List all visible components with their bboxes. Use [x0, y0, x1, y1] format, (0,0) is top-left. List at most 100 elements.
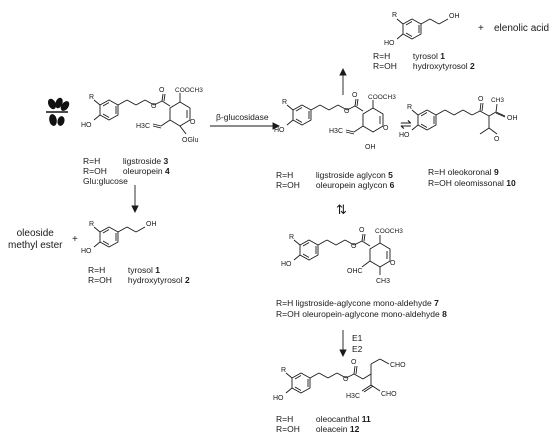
bottom-carbonyl-o-label: O	[351, 359, 357, 366]
right-row2: R=OH oleomissonal 10	[428, 178, 516, 189]
bottom-row2-name: oleacein 12	[316, 424, 371, 434]
elenolic-acid-label: elenolic acid	[494, 23, 550, 34]
top-row1-name-text: tyrosol	[412, 51, 438, 61]
left-row2-num: 4	[164, 166, 170, 176]
left-row1-num: 3	[163, 156, 169, 166]
glucose-note: Glu:glucose	[83, 176, 128, 186]
left-h3c-label: H3C	[136, 123, 150, 130]
center-row2-num: 6	[389, 180, 395, 190]
lower-r-label: R	[89, 221, 94, 228]
middle-r-label: R	[289, 234, 294, 241]
right-row2-num: 10	[506, 178, 516, 188]
left-ho-label: HO	[81, 122, 92, 129]
top-row2-name: hydroxytyrosol 2	[413, 61, 475, 71]
right-ch3-label: CH3	[491, 97, 504, 104]
enzyme-label: β-glucosidase	[216, 112, 269, 122]
left-row2-r: R=OH	[83, 166, 107, 176]
oleoside-line2: methyl ester	[8, 240, 63, 251]
bottom-row2-r: R=OH	[276, 424, 300, 434]
lower-plus: +	[72, 234, 78, 245]
left-carbonyl-o-label: O	[159, 87, 165, 94]
middle-coocH3-label: COOCH3	[375, 228, 403, 235]
right-row1-num: 9	[493, 167, 499, 177]
center-row1-r: R=H	[276, 170, 294, 180]
bottom-r-label: R	[281, 367, 286, 374]
center-row2-name-text: oleuropein aglycon	[315, 180, 388, 190]
middle-row1: R=H ligstroside-aglycone mono-aldehyde 7	[276, 298, 447, 309]
right-row1: R=H oleokoronal 9	[428, 167, 516, 178]
olive-branch-icon	[46, 97, 70, 126]
middle-carbonyl-o-label: O	[359, 227, 365, 234]
middle-row1-num: 7	[434, 298, 439, 308]
center-row1-name-text: ligstroside aglycon	[315, 170, 386, 180]
top-r-label: R	[392, 12, 397, 19]
right-r-label: R	[407, 104, 412, 111]
center-oh-label: OH	[365, 144, 376, 151]
bottom-row2-name-text: oleacein	[315, 424, 348, 434]
condition-e2: E2	[352, 344, 363, 354]
reaction-conditions: E1 E2	[352, 333, 362, 355]
middle-ho-label: HO	[281, 261, 292, 268]
top-plus: +	[478, 23, 484, 34]
equilibrium-arrow-down: ⇅	[336, 202, 347, 217]
bottom-h3c-label: H3C	[346, 393, 360, 400]
lower-row1-name-text: tyrosol	[127, 265, 153, 275]
middle-ring-o-label: O	[390, 260, 396, 267]
lower-row1-num: 1	[155, 265, 161, 275]
top-row1-name: tyrosol 1	[413, 51, 475, 61]
center-row2-name: oleuropein aglycon 6	[316, 180, 394, 190]
lower-row2-num: 2	[185, 275, 190, 285]
aglycon-structure	[286, 98, 384, 135]
mono-aldehyde-labels: R=H ligstroside-aglycone mono-aldehyde 7…	[276, 298, 447, 320]
top-oh-label: OH	[449, 13, 460, 20]
center-row2-r: R=OH	[276, 180, 300, 190]
bottom-cho-bottom-label: CHO	[381, 391, 397, 398]
middle-ohc-label: OHC	[347, 268, 363, 275]
left-row2-name: oleuropein 4	[123, 166, 170, 176]
oleokoronal-structure	[411, 102, 506, 135]
arrow-up-to-tyrosol	[339, 67, 347, 95]
top-product-labels: R=H tyrosol 1 R=OH hydroxytyrosol 2	[373, 51, 475, 71]
right-carbonyl-o-label: O	[478, 96, 484, 103]
bottom-ester-o-label: O	[343, 376, 349, 383]
lower-row1-name: tyrosol 1	[128, 265, 190, 275]
right-ho-label: HO	[399, 132, 410, 139]
right-row2-name: oleomissonal	[454, 178, 504, 188]
arrow-beta-glucosidase	[210, 122, 281, 130]
middle-ch3-label: CH3	[376, 278, 390, 285]
oleoside-methyl-ester-label: oleoside methyl ester	[8, 228, 62, 252]
middle-row2: R=OH oleuropein-aglycone mono-aldehyde 8	[276, 309, 447, 320]
left-compound-labels: R=H ligstroside 3 R=OH oleuropein 4	[83, 156, 170, 176]
right-compound-labels: R=H oleokoronal 9 R=OH oleomissonal 10	[428, 167, 516, 189]
center-row1-name: ligstroside aglycon 5	[316, 170, 394, 180]
middle-row2-num: 8	[442, 309, 447, 319]
oleocanthal-structure	[285, 358, 390, 394]
bottom-row1-num: 11	[361, 414, 371, 424]
bottom-cho-top-label: CHO	[390, 362, 406, 369]
lower-tyrosol-labels: R=H tyrosol 1 R=OH hydroxytyrosol 2	[88, 265, 190, 285]
left-row1-name: ligstroside 3	[123, 156, 170, 166]
right-row1-r: R=H	[428, 167, 446, 177]
top-row1-r: R=H	[373, 51, 391, 61]
bottom-ho-label: HO	[273, 395, 284, 402]
oleoside-line1: oleoside	[16, 228, 54, 239]
center-coocH3-label: COOCH3	[368, 94, 396, 101]
center-h3c-label: H3C	[329, 128, 343, 135]
arrow-down-to-tyrosol	[131, 185, 139, 214]
middle-ester-o-label: O	[351, 243, 357, 250]
left-row1-r: R=H	[83, 156, 101, 166]
top-tyrosol-structure	[396, 18, 449, 40]
condition-e1: E1	[352, 333, 363, 343]
left-ester-o-label: O	[151, 103, 157, 110]
left-ring-o-label: O	[190, 119, 196, 126]
left-row1-name-text: ligstroside	[122, 156, 162, 166]
right-oh-label: OH	[507, 115, 518, 122]
equilibrium-arrow-right: ⇌	[400, 116, 412, 132]
left-coocH3-label: COOCH3	[175, 87, 203, 94]
right-row2-r: R=OH	[428, 178, 452, 188]
top-row2-name-text: hydroxytyrosol	[412, 61, 468, 71]
middle-row2-text: R=OH oleuropein-aglycone mono-aldehyde	[276, 309, 440, 319]
lower-row2-r: R=OH	[88, 275, 112, 285]
aglycon-labels: R=H ligstroside aglycon 5 R=OH oleuropei…	[276, 170, 394, 190]
